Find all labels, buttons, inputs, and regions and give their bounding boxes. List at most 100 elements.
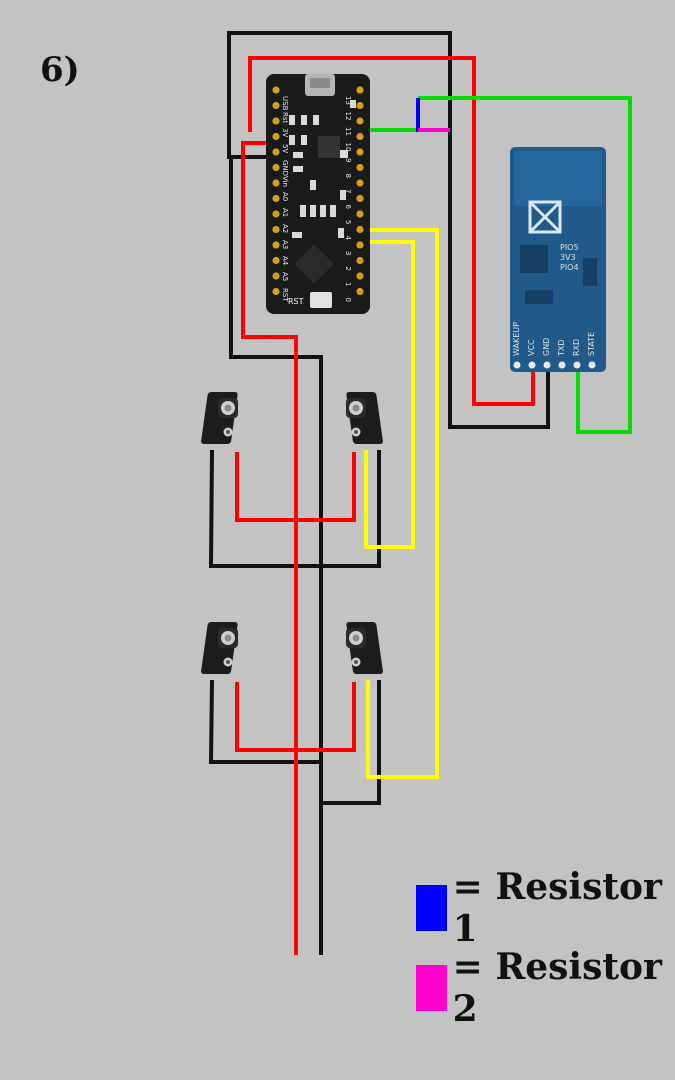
legend-resistor-2: = Resistor 2 xyxy=(416,946,675,1030)
board-pin xyxy=(272,287,280,296)
red-wire-sensor2 xyxy=(235,682,356,752)
bt-pin xyxy=(528,361,536,369)
board-left-pin-label: A5 xyxy=(281,272,289,281)
step-label: 6) xyxy=(40,50,80,90)
board-left-pin-label: A0 xyxy=(281,192,289,201)
green-wire-rx xyxy=(418,96,632,434)
red-wire-sensor1 xyxy=(235,452,356,522)
board-left-pin-label: RST xyxy=(281,288,289,302)
resistor-2-mark xyxy=(418,128,450,132)
ir-sensor xyxy=(201,392,238,444)
board-pin xyxy=(356,86,364,94)
bt-chip-label-2: 3V3 xyxy=(560,253,576,262)
board-left-pin-label: 3V xyxy=(281,128,289,137)
reset-button xyxy=(310,292,332,308)
board-left-pin-label: 5V xyxy=(281,144,289,153)
board-right-pin-label: 0 xyxy=(344,298,352,302)
bt-chip-label-1: PIO5 xyxy=(560,243,579,252)
bt-pin xyxy=(513,361,521,369)
bt-chip-label-3: PIO4 xyxy=(560,263,579,272)
ir-sensors xyxy=(201,392,383,674)
ir-sensor xyxy=(201,622,238,674)
bt-pin-labels: WAKEUP VCC GND TXD RXD STATE xyxy=(512,322,596,357)
ir-sensor xyxy=(346,622,383,674)
board-right-pin-label: 5 xyxy=(344,220,352,224)
bt-pin-label: GND xyxy=(542,338,551,356)
board-left-pin-label: USB xyxy=(281,96,289,111)
bt-pin-label: STATE xyxy=(587,332,596,356)
bt-logo-icon xyxy=(528,200,562,234)
board-pin xyxy=(272,179,280,187)
board-pin xyxy=(272,256,280,265)
board-pin xyxy=(356,272,364,280)
legend-swatch-resistor-1 xyxy=(416,885,447,931)
legend-label-resistor-2: = Resistor 2 xyxy=(452,946,662,1030)
black-wire-gnd-down xyxy=(229,155,323,955)
board-pin xyxy=(356,256,364,265)
board-right-pin-label: 4 xyxy=(344,236,352,241)
board-pin xyxy=(356,225,364,234)
red-wires xyxy=(235,56,535,955)
board-pin xyxy=(356,241,364,249)
board-right-pin-label: 13 xyxy=(344,96,352,105)
board-right-pin-label: 1 xyxy=(344,282,352,286)
bt-pin xyxy=(573,361,581,369)
board-left-pin-label: A3 xyxy=(281,240,289,249)
legend-resistor-1: = Resistor 1 xyxy=(416,866,675,950)
bt-pin-label: WAKEUP xyxy=(512,322,521,356)
yellow-wires xyxy=(360,228,439,779)
board-left-pin-label: A4 xyxy=(281,256,289,266)
board-pin xyxy=(356,179,364,187)
board-pin xyxy=(272,148,280,156)
board-right-pin-label: 7 xyxy=(344,189,352,193)
bt-pin-label: VCC xyxy=(527,339,536,356)
yellow-wire-sensor2 xyxy=(360,228,439,779)
board-pin xyxy=(272,241,280,249)
board-pin xyxy=(356,101,364,110)
board-pin xyxy=(356,117,364,125)
board-pin xyxy=(272,101,280,110)
ir-sensor xyxy=(346,392,383,444)
bluetooth-module: PIO5 3V3 PIO4 WAKEUP VCC GND TXD RXD STATE xyxy=(510,147,606,372)
bt-pin xyxy=(543,361,551,369)
board-left-pin-label: Rst xyxy=(281,112,289,124)
board-pin xyxy=(356,210,364,218)
board-pin xyxy=(272,194,280,203)
board-right-pin-label: 10 xyxy=(344,143,352,152)
board-right-pin-label: 2 xyxy=(344,267,352,271)
board-right-pin-label: 11 xyxy=(344,127,352,136)
board-pin xyxy=(272,86,280,94)
black-wires xyxy=(208,31,550,955)
board-left-pin-label: A1 xyxy=(281,208,289,217)
board-left-pin-label: Vin xyxy=(281,176,289,187)
board-left-pins xyxy=(272,86,280,296)
board-body xyxy=(266,74,370,314)
board-pin xyxy=(272,272,280,280)
board-right-pin-label: 6 xyxy=(344,205,352,210)
board-pin xyxy=(356,132,364,141)
board-right-pin-label: 9 xyxy=(344,158,352,162)
chip-mcu xyxy=(294,244,334,284)
board-pin xyxy=(356,148,364,156)
board-pin xyxy=(272,225,280,234)
board-left-pin-label: A2 xyxy=(281,224,289,233)
board-rst-label: RST xyxy=(288,297,304,306)
board-pin xyxy=(356,287,364,296)
bt-pin-label: TXD xyxy=(557,339,566,357)
bt-pin xyxy=(588,361,596,369)
chip-regulator xyxy=(318,136,340,158)
board-pin xyxy=(272,117,280,125)
board-pin xyxy=(356,194,364,203)
board-right-pin-label: 3 xyxy=(344,251,352,255)
bt-pin xyxy=(558,361,566,369)
red-wire-5v-down xyxy=(241,141,298,955)
legend-label-resistor-1: = Resistor 1 xyxy=(452,866,662,950)
bt-pin-label: RXD xyxy=(572,339,581,356)
board-pin xyxy=(356,163,364,172)
yellow-wire-sensor1 xyxy=(360,240,415,549)
board-right-pin-label: 8 xyxy=(344,174,352,178)
board-pin xyxy=(272,163,280,172)
